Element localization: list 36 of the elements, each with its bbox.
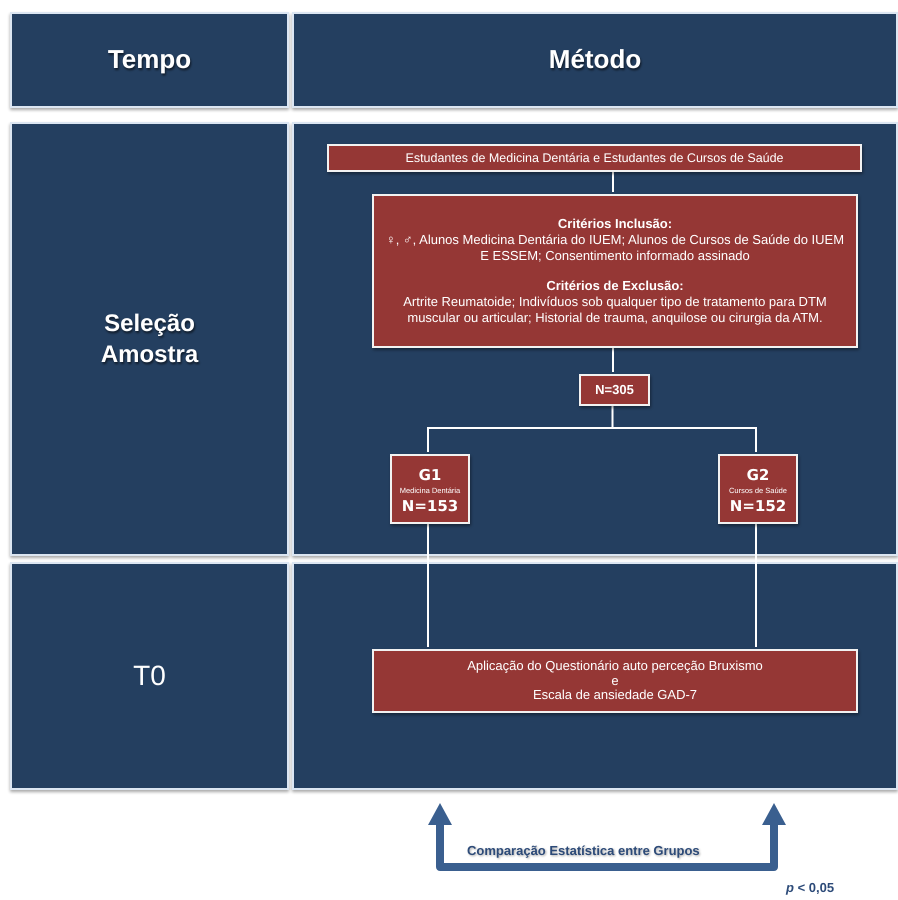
connector-line [755,522,757,647]
significance-note: p < 0,05 [786,880,834,895]
method-panel [292,562,898,790]
phase-panel [10,562,289,790]
phase-panel [10,122,289,556]
box-text: Estudantes de Medicina Dentária e Estudantes de Cursos de Saúde [405,150,784,166]
group-box [390,454,470,524]
box-text: Escala de ansiedade GAD-7 [532,688,698,704]
column-header: Método [548,43,642,76]
sample-size: N=305 [595,382,634,398]
connector-line [612,404,757,452]
sample-box [579,374,650,406]
connector-line [427,522,429,647]
procedure-box [372,649,858,713]
column-header: Tempo [108,43,192,76]
header-panel [10,12,289,108]
phase-label: T0 [133,658,166,693]
connector-line [612,170,614,192]
criteria-box [372,194,858,348]
method-panel [292,122,898,556]
header-panel [292,12,898,108]
criteria-text: ♀, ♂, Alunos Medicina Dentária do IUEM; Alunos de Cursos de Saúde do IUEM E ESSEM; Consentimento informado assinado [384,232,846,264]
group-name: G1 [418,466,442,484]
connector-line [612,346,614,372]
sample-size: N=152 [730,496,786,514]
sample-size: N=153 [402,496,458,514]
population-box [327,144,862,172]
criteria-heading: Critérios de Exclusão: [546,278,684,294]
box-text: Aplicação do Questionário auto perceção Bruxismo [467,658,763,674]
group-box [718,454,798,524]
phase-label: Seleção Amostra [100,308,200,370]
comparison-label: Comparação Estatística entre Grupos [467,843,700,858]
criteria-text: Artrite Reumatoide; Indivíduos sob qualquer tipo de tratamento para DTM muscular ou articular; Historial de trauma, anquilose ou cirurgia da ATM. [402,294,828,326]
box-text: e [611,674,619,688]
group-name: G2 [746,466,770,484]
criteria-heading: Critérios Inclusão: [558,216,672,232]
